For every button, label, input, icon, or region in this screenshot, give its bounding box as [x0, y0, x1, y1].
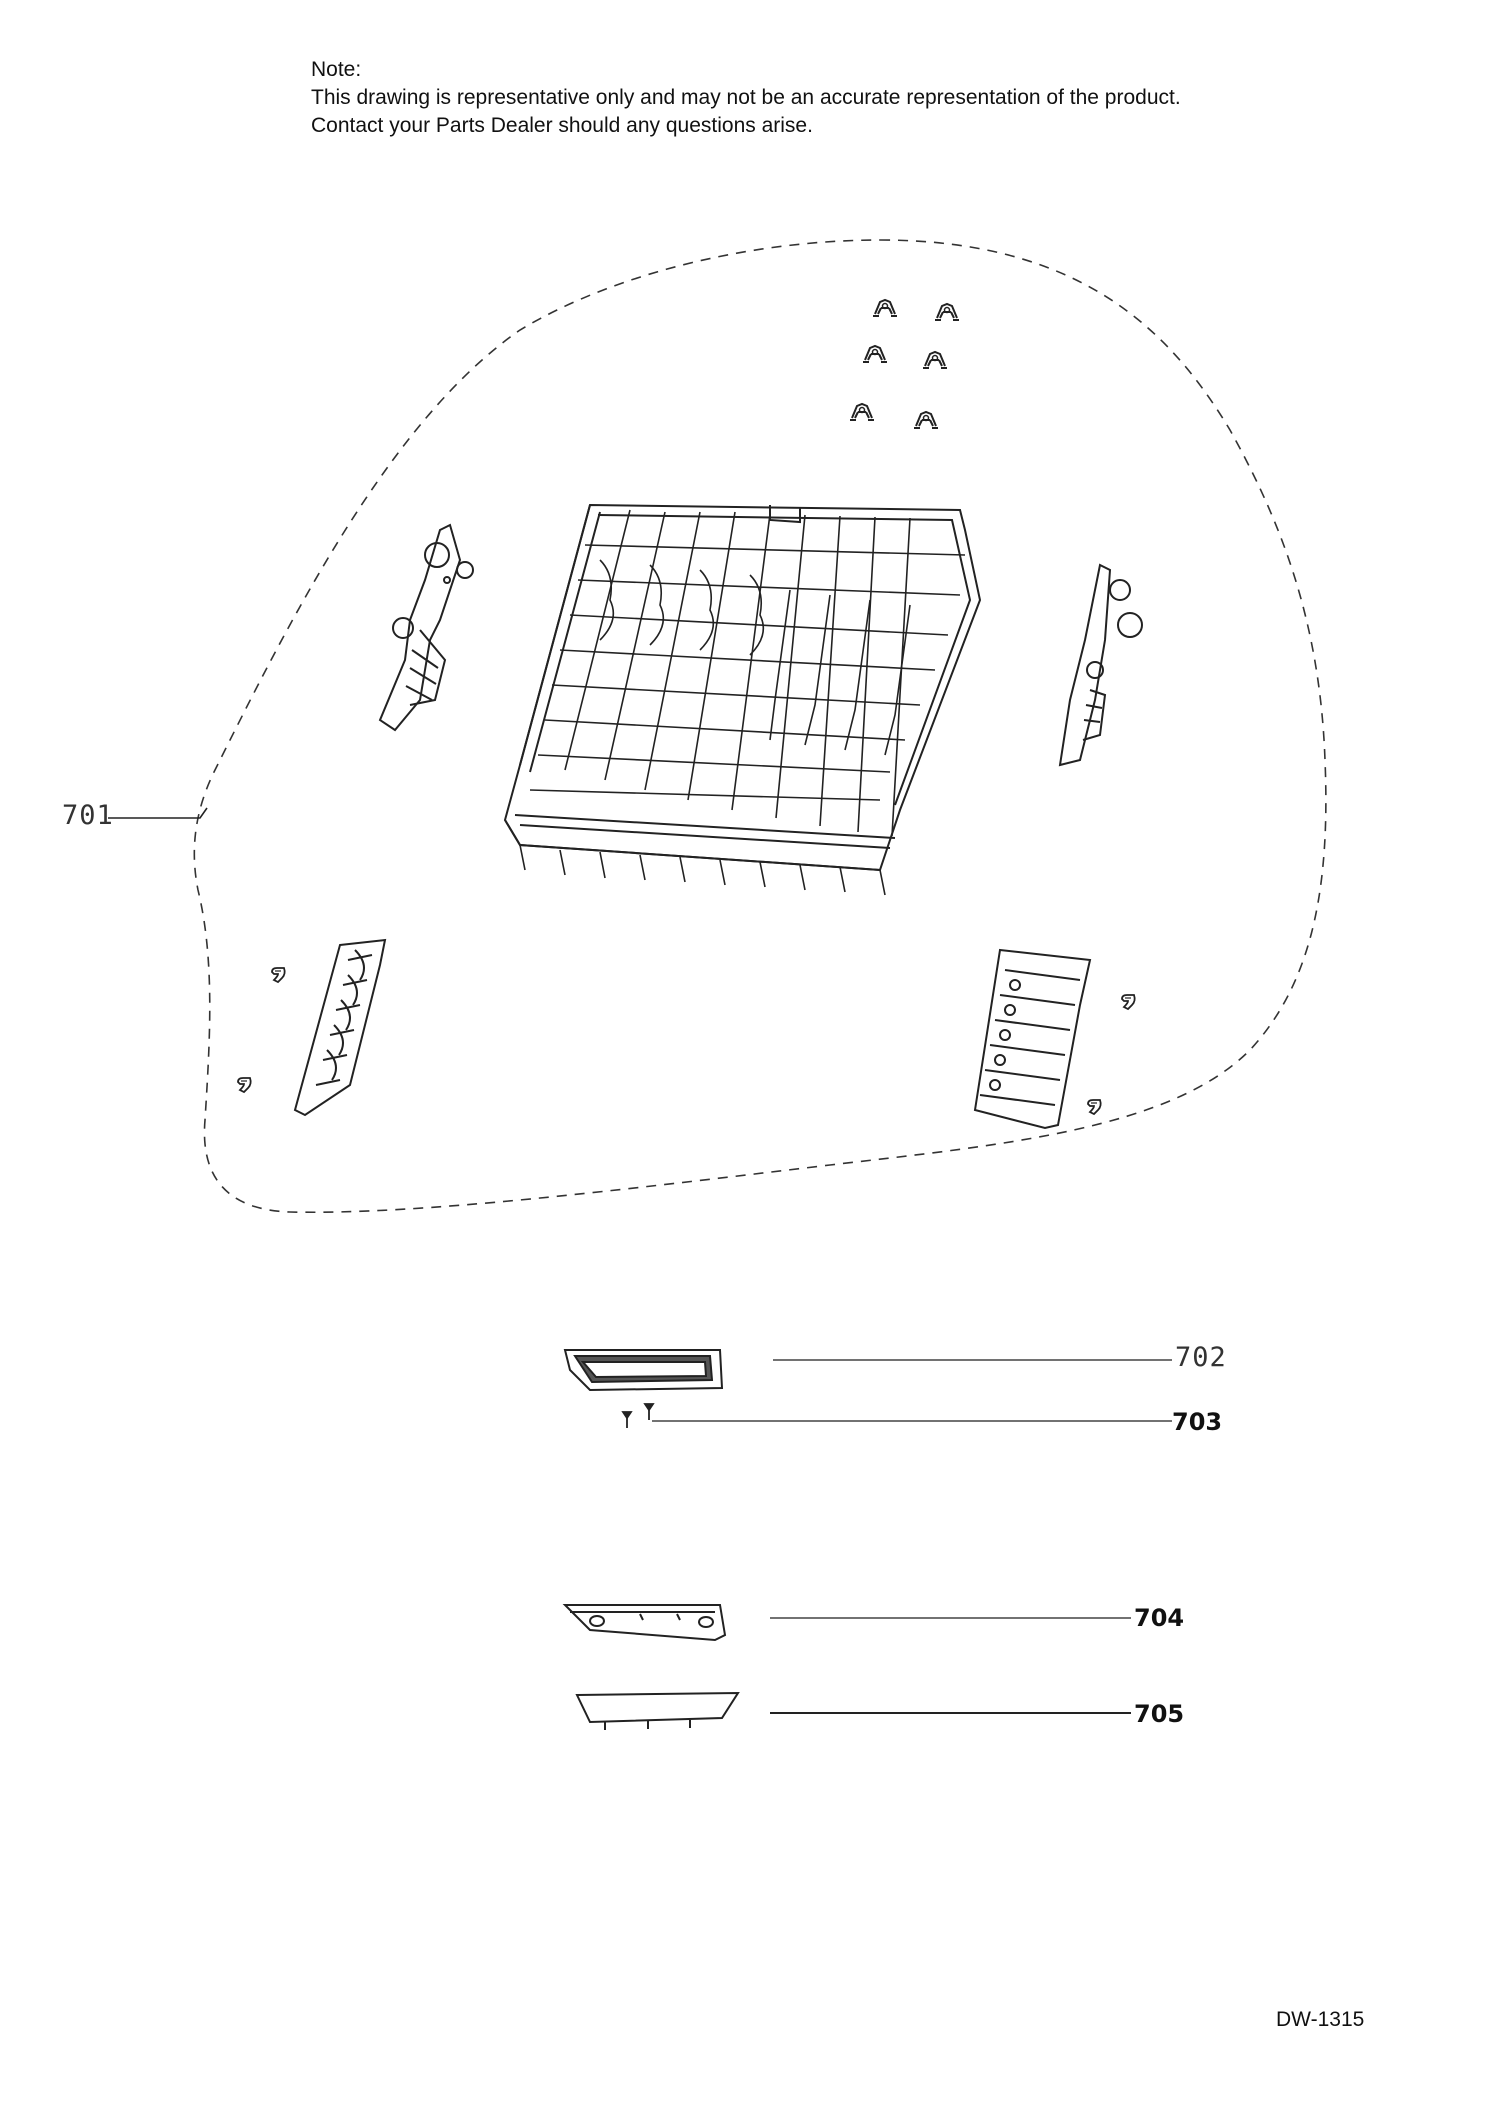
handle-cover-icon — [575, 1691, 740, 1730]
tine-row-right-icon — [973, 948, 1092, 1130]
rack-adjuster-left-icon — [378, 523, 474, 732]
tine-hook-icon — [237, 967, 1136, 1115]
assembly-boundary — [193, 239, 1327, 1214]
handle-frame-icon — [563, 1349, 724, 1392]
leader-701 — [108, 807, 208, 819]
upper-dish-rack-assembly-icon — [503, 503, 982, 896]
callout-701: 701 — [62, 800, 114, 831]
note-line-2: Contact your Parts Dealer should any que… — [311, 114, 813, 137]
callout-704: 704 — [1134, 1604, 1185, 1632]
document-id: DW-1315 — [1276, 2008, 1365, 2031]
callout-705: 705 — [1134, 1700, 1185, 1728]
tine-row-left-icon — [293, 938, 387, 1117]
rack-clip-icon — [849, 299, 960, 429]
screw-icon — [621, 1403, 655, 1428]
note-heading: Note: — [311, 58, 362, 81]
note-block: Note: This drawing is representative onl… — [311, 56, 1181, 140]
note-line-1: This drawing is representative only and … — [311, 86, 1181, 109]
callout-703: 703 — [1172, 1408, 1223, 1436]
rack-adjuster-right-icon — [1058, 563, 1143, 767]
handle-base-icon — [562, 1604, 727, 1642]
callout-702: 702 — [1175, 1342, 1227, 1373]
